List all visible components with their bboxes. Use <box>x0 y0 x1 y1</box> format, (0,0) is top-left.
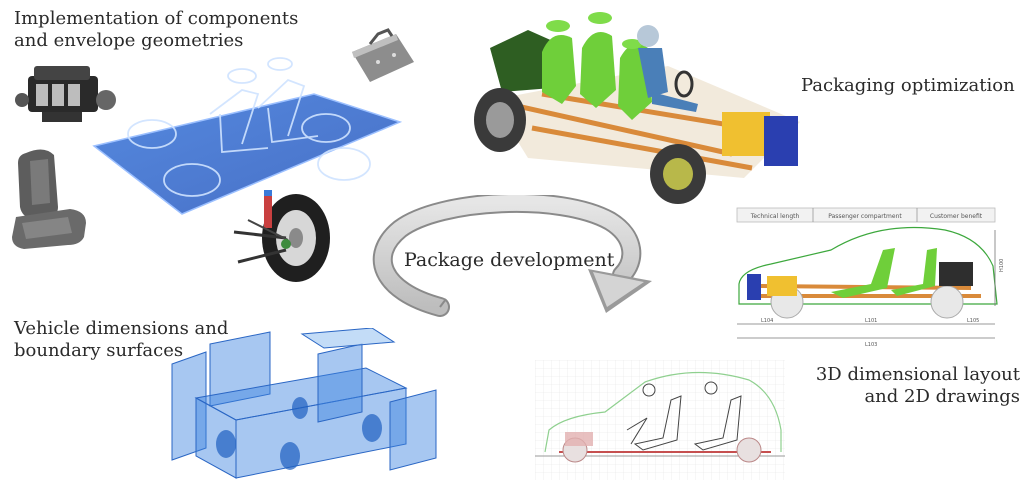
label-3d-layout: 3D dimensional layout and 2D drawings <box>815 364 1020 407</box>
drawing-header-passenger: Passenger compartment <box>828 213 902 220</box>
cycle-arrow <box>372 195 652 317</box>
drawing-dim-l104: L104 <box>761 318 773 324</box>
seat-image <box>12 149 86 249</box>
layout-grid-drawing <box>535 360 785 480</box>
package-drawing: Technical length Passenger compartment C… <box>736 207 1005 348</box>
wheel-suspension-image <box>233 190 330 282</box>
drawing-dim-l101: L101 <box>865 318 877 324</box>
label-vehicle-dimensions: Vehicle dimensions and boundary surfaces <box>14 318 229 361</box>
label-implementation: Implementation of components and envelop… <box>14 8 299 51</box>
drawing-dim-l103: L103 <box>865 342 877 348</box>
drawing-header-technical: Technical length <box>750 213 800 220</box>
drawing-header-customer: Customer benefit <box>930 213 983 220</box>
packaging-car-image <box>474 12 800 204</box>
briefcase-image <box>352 28 414 82</box>
boundary-surfaces-image <box>171 328 437 479</box>
drawing-dim-height: H100 <box>999 259 1005 272</box>
label-package-development: Package development <box>404 249 615 271</box>
drawing-dim-l105: L105 <box>967 318 979 324</box>
label-packaging-optimization: Packaging optimization <box>801 75 1015 96</box>
envelope-geometry-plate <box>92 57 403 215</box>
engine-image <box>15 66 116 122</box>
